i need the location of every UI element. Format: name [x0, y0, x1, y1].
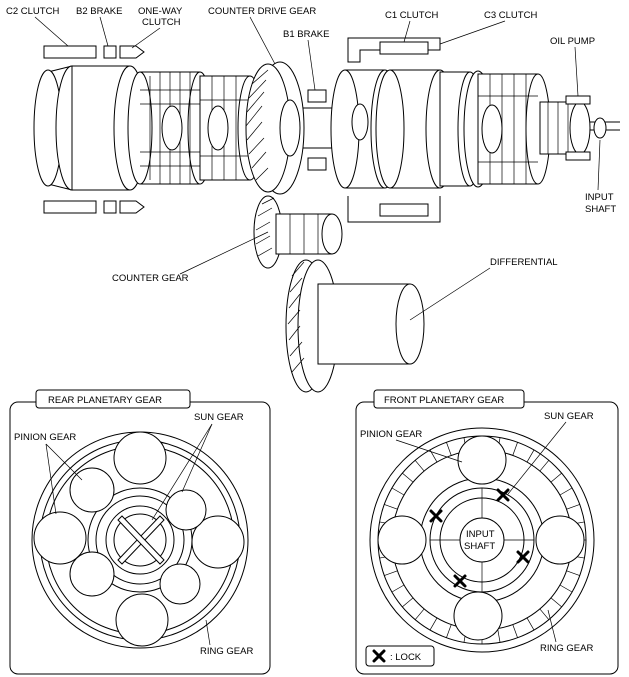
oil-pump — [539, 95, 607, 161]
ring-tooth — [526, 449, 535, 463]
ring-tooth — [384, 504, 398, 510]
rear-pinion-inner-bl — [69, 551, 115, 597]
rear-panel-title-box — [35, 389, 191, 409]
b2-brake-lower — [103, 200, 117, 214]
b1-brake-lower — [307, 157, 327, 171]
ring-tooth — [539, 460, 550, 472]
rear-planetary-panel: REAR PLANETARY GEAR SUN GEAR PINION GEAR… — [9, 389, 271, 675]
front-planetary-panel: FRONT PLANETARY GEAR INPUT SHAFT — [355, 389, 619, 675]
ring-tooth — [391, 487, 405, 496]
lock-marks — [429, 488, 530, 588]
c3-clutch-stack — [463, 70, 551, 188]
c1-clutch-stack — [330, 69, 483, 189]
label-differential: DIFFERENTIAL — [490, 257, 558, 268]
lock-legend-label: : LOCK — [390, 652, 422, 663]
rear-pinion-left — [33, 511, 87, 565]
rear-label-ring-gear: RING GEAR — [200, 646, 253, 657]
rear-pinion-right — [191, 515, 245, 569]
rear-label-pinion-gear: PINION GEAR — [14, 432, 76, 443]
ring-tooth — [391, 584, 405, 593]
ring-tooth — [384, 570, 398, 576]
ring-tooth — [512, 624, 518, 638]
front-label-ring-gear: RING GEAR — [540, 643, 593, 654]
ring-tooth — [550, 472, 562, 483]
front-center-label-2: SHAFT — [464, 541, 495, 552]
leader-lines — [34, 16, 601, 321]
rear-label-sun-gear: SUN GEAR — [194, 412, 244, 423]
rear-pinion-inner-br — [159, 563, 201, 605]
label-input-shaft-1: INPUT — [585, 192, 614, 203]
c1-bracket-lower — [347, 196, 441, 223]
lock-legend-icon — [372, 649, 386, 663]
ring-tooth — [539, 608, 550, 620]
label-c2-clutch: C2 CLUTCH — [6, 6, 59, 17]
one-way-clutch-upper — [119, 45, 145, 59]
rear-planetary-stack — [127, 71, 263, 185]
front-label-sun-gear: SUN GEAR — [544, 411, 594, 422]
front-leader-lines — [395, 421, 567, 643]
counter-drive-gear — [245, 61, 305, 195]
one-way-clutch-lower — [119, 200, 145, 214]
rear-pinion-inner-tr — [165, 489, 207, 531]
ring-tooth — [566, 504, 580, 510]
b1-brake-upper — [307, 89, 327, 103]
b2-brake-upper — [103, 45, 117, 59]
front-center-label-1: INPUT — [466, 529, 495, 540]
ring-tooth — [512, 442, 518, 456]
ring-tooth — [402, 597, 414, 608]
label-one-way-2: CLUTCH — [142, 17, 181, 28]
ring-tooth — [446, 442, 452, 456]
ring-tooth — [526, 617, 535, 631]
front-pinion-top — [457, 435, 507, 485]
ring-tooth — [414, 608, 425, 620]
rear-leader-lines — [45, 423, 213, 646]
label-b2-brake: B2 BRAKE — [76, 6, 122, 17]
c2-clutch-plate-lower — [43, 200, 97, 214]
c2-clutch-plate-upper — [43, 45, 97, 59]
rear-pinion-top — [113, 431, 167, 485]
label-c1-clutch: C1 CLUTCH — [385, 10, 438, 21]
label-oil-pump: OIL PUMP — [550, 36, 595, 47]
label-b1-brake: B1 BRAKE — [283, 29, 329, 40]
front-pinion-left — [377, 515, 427, 565]
label-counter-gear: COUNTER GEAR — [112, 273, 189, 284]
differential — [285, 259, 425, 393]
front-panel-title: FRONT PLANETARY GEAR — [384, 395, 504, 406]
front-pinion-right — [535, 515, 585, 565]
ring-tooth — [446, 624, 452, 638]
front-pinion-bottom — [453, 591, 503, 641]
lock-legend-box — [365, 645, 435, 667]
c1-bracket-upper — [347, 37, 441, 63]
label-input-shaft-2: SHAFT — [585, 204, 616, 215]
label-one-way-1: ONE-WAY — [138, 6, 183, 17]
ring-tooth — [414, 460, 425, 472]
rear-pinion-bottom — [115, 593, 169, 647]
ring-tooth — [402, 472, 414, 483]
ring-tooth — [566, 570, 580, 576]
ring-tooth — [550, 597, 562, 608]
ring-tooth — [429, 617, 438, 631]
exploded-view: C2 CLUTCH B2 BRAKE ONE-WAY CLUTCH COUNTE… — [6, 6, 620, 393]
label-c3-clutch: C3 CLUTCH — [484, 10, 537, 21]
label-counter-drive-gear: COUNTER DRIVE GEAR — [208, 6, 316, 17]
ring-tooth — [559, 584, 573, 593]
front-label-pinion-gear: PINION GEAR — [360, 429, 422, 440]
ring-tooth — [559, 487, 573, 496]
front-panel-title-box — [373, 389, 525, 409]
ring-tooth — [497, 628, 501, 643]
rear-panel-title: REAR PLANETARY GEAR — [48, 395, 162, 406]
